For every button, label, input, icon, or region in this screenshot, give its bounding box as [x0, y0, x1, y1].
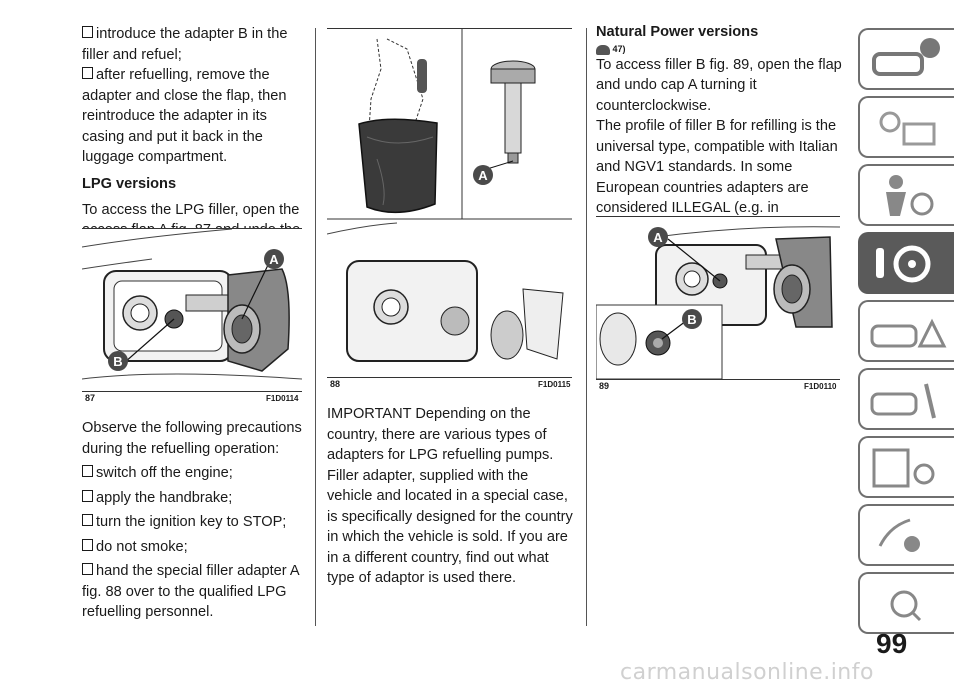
- label-b: B: [113, 354, 122, 369]
- bullet-item: switch off the engine;: [82, 463, 302, 484]
- precautions-intro: Observe the following precautions during…: [82, 420, 302, 457]
- figure-87-code: F1D0114: [266, 394, 299, 403]
- figure-89-number: 89: [599, 381, 610, 391]
- column-divider: [586, 28, 587, 626]
- figure-88-code: F1D0115: [538, 380, 571, 389]
- bullet-item: hand the special filler adapter A fig. 8…: [82, 563, 299, 620]
- maintenance-icon: [870, 383, 936, 419]
- bullet-item: turn the ignition key to STOP;: [82, 512, 302, 533]
- warning-reference: 47): [596, 44, 846, 55]
- figure-88-number: 88: [330, 379, 341, 389]
- column-middle: IMPORTANT Depending on the country, ther…: [327, 404, 575, 589]
- bullet-item: apply the handbrake;: [82, 488, 302, 509]
- label-a: A: [653, 230, 663, 245]
- page-number: 99: [876, 628, 908, 659]
- column-left-lower: Observe the following precautions during…: [82, 418, 302, 623]
- emergency-icon: [870, 318, 947, 348]
- warning-light-icon: [879, 111, 936, 146]
- watermark: carmanualsonline.info: [620, 660, 874, 685]
- tab-index[interactable]: [858, 572, 954, 634]
- figure-87: A B: [82, 228, 302, 392]
- multimedia-icon: [878, 518, 920, 552]
- tab-specifications[interactable]: [858, 436, 954, 498]
- specs-icon: [872, 448, 935, 488]
- tab-multimedia[interactable]: [858, 504, 954, 566]
- bullet-item: do not smoke;: [82, 537, 302, 558]
- figure-88: A: [327, 28, 572, 378]
- checkbox-bullet-icon: [82, 563, 93, 575]
- label-b: B: [687, 312, 696, 327]
- checkbox-bullet-icon: [82, 26, 93, 38]
- checkbox-bullet-icon: [82, 514, 93, 526]
- natural-power-heading: Natural Power versions: [596, 24, 759, 40]
- tab-safety[interactable]: [858, 164, 954, 226]
- cng-filler-illustration: A B: [596, 226, 840, 379]
- index-icon: [890, 590, 922, 622]
- figure-89: A B: [596, 216, 840, 380]
- tab-car-info[interactable]: [858, 28, 954, 90]
- fuel-flap-lpg-illustration: A B: [82, 229, 302, 380]
- tab-emergency[interactable]: [858, 300, 954, 362]
- lpg-heading: LPG versions: [82, 175, 177, 192]
- tab-maintenance[interactable]: [858, 368, 954, 430]
- key-steering-icon: [876, 245, 931, 283]
- column-divider: [315, 28, 316, 626]
- tab-warning-lights[interactable]: [858, 96, 954, 158]
- checkbox-bullet-icon: [82, 67, 93, 79]
- bullet-item: after refuelling, remove the adapter and…: [82, 67, 287, 165]
- important-note: IMPORTANT Depending on the country, ther…: [327, 406, 573, 586]
- airbag-icon: [886, 175, 934, 216]
- checkbox-bullet-icon: [82, 538, 93, 551]
- column-left: introduce the adapter B in the filler an…: [82, 24, 302, 261]
- car-info-icon: [872, 38, 940, 76]
- bullet-item: introduce the adapter B in the filler an…: [82, 26, 288, 63]
- figure-87-number: 87: [85, 393, 96, 403]
- column-right: Natural Power versions 47) To access fil…: [596, 24, 846, 239]
- figure-89-code: F1D0110: [804, 382, 837, 391]
- checkbox-bullet-icon: [82, 465, 93, 477]
- warning-car-icon: [596, 44, 610, 55]
- natural-power-paragraph-2: The profile of filler B for refilling is…: [596, 118, 838, 237]
- label-a: A: [269, 252, 279, 267]
- label-a: A: [478, 168, 488, 183]
- natural-power-paragraph-1: To access filler B fig. 89, open the fla…: [596, 56, 842, 114]
- checkbox-bullet-icon: [82, 489, 93, 502]
- tab-starting-driving[interactable]: [858, 232, 954, 294]
- lpg-adapter-illustration: A: [327, 29, 572, 362]
